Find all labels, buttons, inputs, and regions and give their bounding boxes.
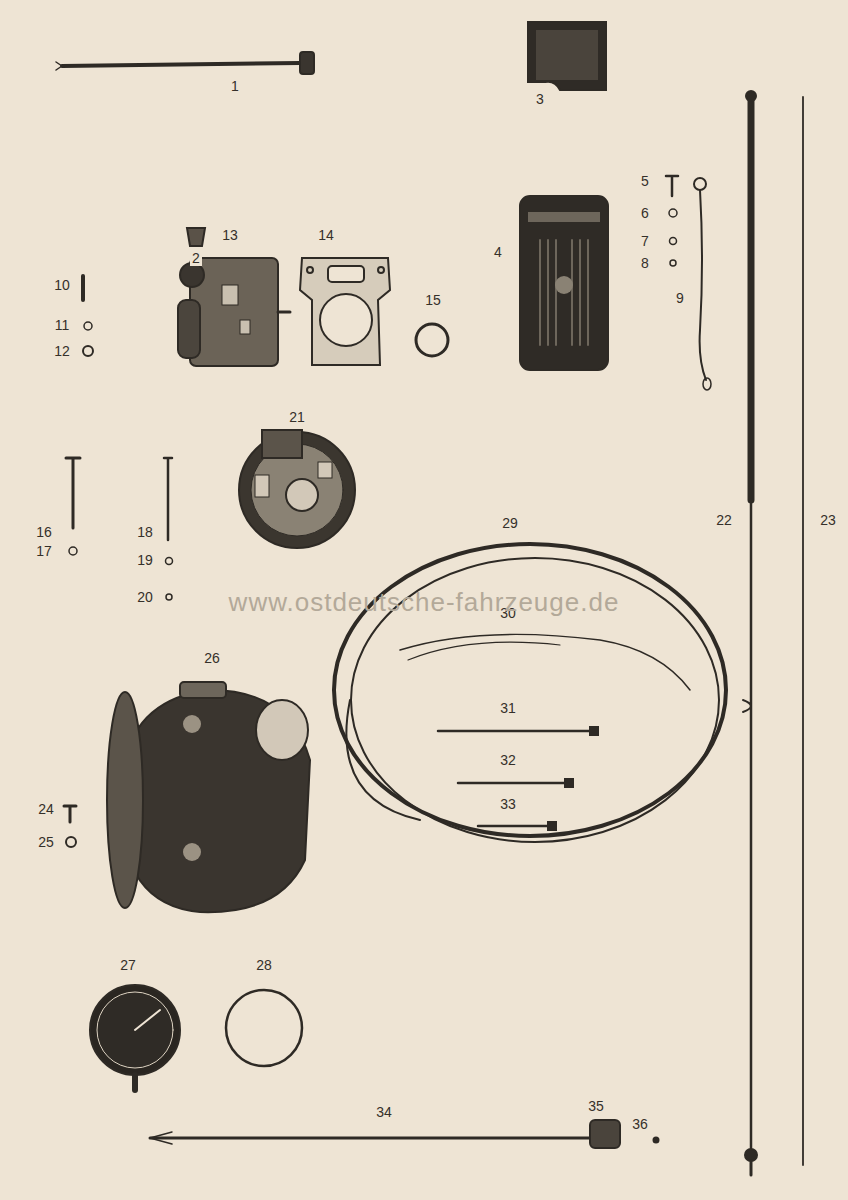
callout-number: 21 — [287, 409, 307, 425]
callout-number: 23 — [818, 512, 838, 528]
callout-number: 6 — [639, 205, 651, 221]
callout-number: 17 — [34, 543, 54, 559]
callout-number: 33 — [498, 796, 518, 812]
callout-number: 32 — [498, 752, 518, 768]
callout-number: 8 — [639, 255, 651, 271]
callout-number: 36 — [630, 1116, 650, 1132]
callout-number: 5 — [639, 173, 651, 189]
callout-number: 31 — [498, 700, 518, 716]
callout-number: 25 — [36, 834, 56, 850]
callout-number: 26 — [202, 650, 222, 666]
callout-number: 27 — [118, 957, 138, 973]
callout-number: 29 — [500, 515, 520, 531]
callout-number: 35 — [586, 1098, 606, 1114]
callout-number: 28 — [254, 957, 274, 973]
callout-number: 4 — [492, 244, 504, 260]
callout-number: 2 — [190, 250, 202, 266]
callout-number: 15 — [423, 292, 443, 308]
callout-number: 20 — [135, 589, 155, 605]
callout-number: 12 — [52, 343, 72, 359]
callout-number: 7 — [639, 233, 651, 249]
callout-number: 3 — [534, 91, 546, 107]
callout-number: 11 — [53, 317, 72, 333]
callout-number: 14 — [316, 227, 336, 243]
callout-number: 34 — [374, 1104, 394, 1120]
callout-number: 13 — [220, 227, 240, 243]
watermark: www.ostdeutsche-fahrzeuge.de — [229, 594, 620, 610]
callout-number: 9 — [674, 290, 686, 306]
callout-number: 10 — [52, 277, 72, 293]
callout-number: 24 — [36, 801, 56, 817]
callout-number: 18 — [135, 524, 155, 540]
callout-number: 22 — [714, 512, 734, 528]
callout-number: 19 — [135, 552, 155, 568]
callout-number: 1 — [229, 78, 241, 94]
callout-number: 16 — [34, 524, 54, 540]
